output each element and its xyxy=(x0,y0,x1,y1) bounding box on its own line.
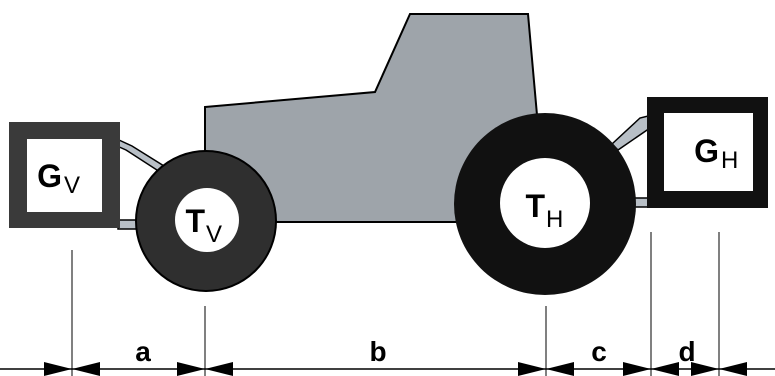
front-tire-subscript: V xyxy=(206,221,222,248)
rear-tire-label: T xyxy=(525,188,545,224)
front-tire-tv: T V xyxy=(135,150,277,292)
extension-lines xyxy=(71,232,720,376)
dimension-label-a: a xyxy=(135,336,151,367)
dimension-arrows xyxy=(44,362,747,376)
rear-weight-gh: G H xyxy=(647,97,768,208)
dimension-label-d: d xyxy=(678,336,695,367)
front-weight-gv: G V xyxy=(9,122,120,228)
front-weight-label: G xyxy=(37,158,62,194)
rear-weight-label: G xyxy=(694,133,719,169)
front-weight-subscript: V xyxy=(64,172,80,199)
dimension-label-c: c xyxy=(591,336,607,367)
rear-tire-subscript: H xyxy=(546,206,563,233)
dimension-label-b: b xyxy=(369,336,386,367)
rear-weight-subscript: H xyxy=(721,147,738,174)
front-tire-label: T xyxy=(185,203,205,239)
rear-tire-th: T H xyxy=(454,113,636,295)
